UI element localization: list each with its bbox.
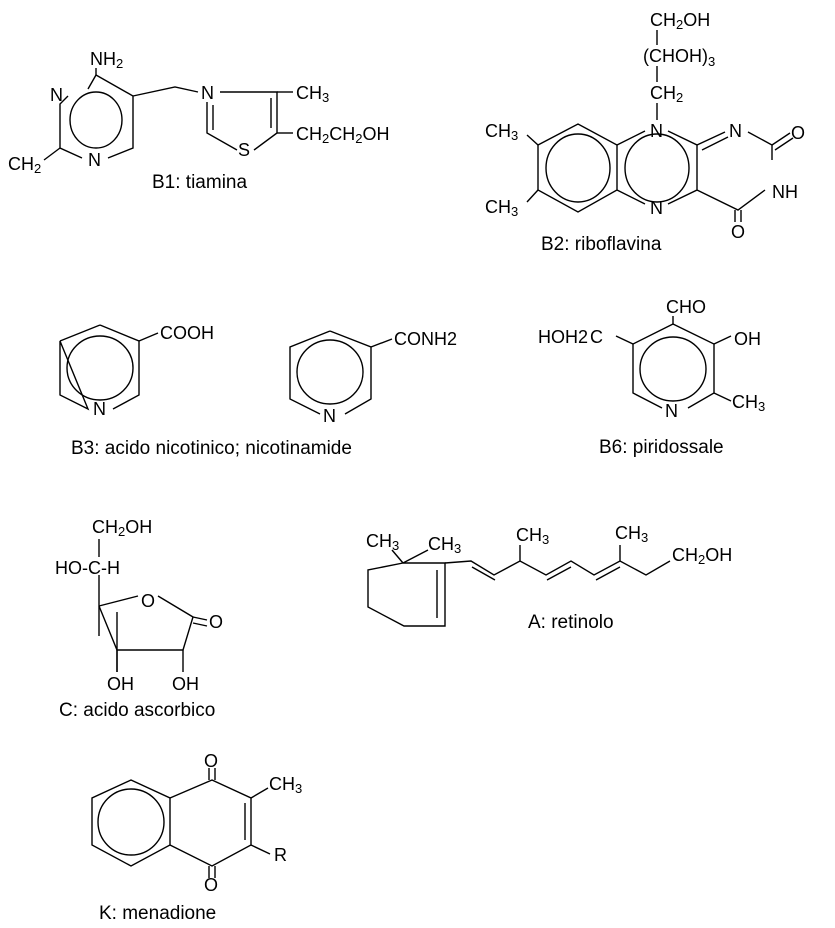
retinol-structure: CH3 CH3 CH3 CH3 CH2OH A: retinolo [366,523,732,633]
ascorbic-ch2oh-label: CH2OH [92,517,152,539]
riboflavin-ch3a-bond [526,134,539,146]
caption-b3: B3: acido nicotinico; nicotinamide [71,438,352,459]
retinol-ch3a-label: CH3 [366,531,399,553]
nicotinamide-ring [289,330,372,415]
menadione-ch3-label: CH3 [269,774,302,796]
pyridoxal-n-label: N [665,401,678,421]
thiazole-s-label: S [238,140,250,160]
ascorbic-hoch-label: HO-C-H [55,558,120,578]
thiamine-n2-label: N [88,150,101,170]
riboflavin-n10-label: N [650,121,663,141]
nicotinic-acid-structure: COOH N [59,323,214,419]
riboflavin-pyrimidine-ring [696,131,773,211]
riboflavin-co-bond-1b [774,137,794,151]
nicotinamide-n-label: N [323,406,336,426]
riboflavin-pyrazine-ring [616,130,698,205]
thiazole-ring [206,91,278,151]
menadione-benzene-ring [91,779,171,867]
pyridoxal-ch3-bond [713,392,732,402]
riboflavin-ch3a-label: CH3 [485,121,518,143]
thiamine-ch2-bond [43,147,61,161]
riboflavin-ch2-label: CH2 [650,83,683,105]
riboflavin-chohn-label: (CHOH)3 [643,46,715,69]
retinol-gem-methyl-b [402,549,429,564]
menadione-benzene-aromatic-circle [97,788,165,856]
thiazole-n-label: N [201,83,214,103]
riboflavin-benzene-aromatic-circle [545,133,611,203]
retinol-polyene-chain [444,560,671,576]
menadione-ch3-bond [250,787,269,799]
retinol-gem-methyl-a [391,549,404,564]
retinol-ch3d-label: CH3 [615,523,648,545]
riboflavin-co-bond-1 [771,132,791,146]
pyridoxal-oh-label: OH [734,329,761,349]
riboflavin-o1-label: O [791,123,805,143]
menadione-r-bond [250,844,271,855]
riboflavin-structure: CH2OH (CHOH)3 CH2 CH3 CH3 N N N O NH O B… [485,10,805,255]
nicotinamide-conh2-label: CONH2 [394,329,457,349]
menadione-structure: O O CH3 R K: menadione [91,751,302,924]
caption-b1: B1: tiamina [152,172,247,193]
menadione-r-label: R [274,845,287,865]
ascorbic-oh2-label: OH [172,674,199,694]
riboflavin-benzene-ring [537,123,618,213]
pyridoxal-hoh2c-bond [615,335,634,345]
menadione-o1-label: O [204,751,218,771]
riboflavin-n1-label: N [729,121,742,141]
pyridoxal-ch3-label: CH3 [732,392,765,414]
retinol-ch3b-label: CH3 [428,534,461,556]
thiamine-pyrimidine-ring [59,74,134,159]
nicotinic-acid-aromatic-circle [66,335,134,401]
retinol-ch2oh-label: CH2OH [672,545,732,567]
riboflavin-ch3b-bond [526,189,539,203]
nicotinic-acid-cooh-label: COOH [160,323,214,343]
caption-k: K: menadione [99,903,216,924]
retinol-polyene-double-bonds [471,566,621,581]
nicotinamide-conh2-bond [370,338,393,348]
pyridoxal-oh-bond [713,335,732,345]
thiamine-pyrimidine-aromatic-circle [69,91,123,149]
riboflavin-ch2oh-label: CH2OH [650,10,710,32]
retinol-ch3c-label: CH3 [516,525,549,547]
nicotinic-acid-ring-top [59,324,101,342]
ascorbic-co-label: O [209,612,223,632]
ascorbic-acid-structure: CH2OH HO-C-H O O OH OH C: acido ascorbic… [55,517,223,721]
thiamine-ch3-label: CH3 [296,83,329,105]
riboflavin-cn-double-bond [701,136,729,151]
riboflavin-nh-label: NH [772,182,798,202]
caption-a: A: retinolo [528,612,614,633]
ascorbic-oh1-label: OH [107,674,134,694]
thiamine-ch2-label: CH2 [8,154,41,176]
ascorbic-co-bond [192,616,208,621]
riboflavin-pyrazine-aromatic-circle [624,133,690,203]
thiamine-nh2-label: NH2 [90,49,123,71]
menadione-quinone-ring [169,779,252,867]
pyridoxal-aromatic-circle [639,336,707,402]
ascorbic-co-bond-2 [192,622,208,627]
nicotinic-acid-cooh-bond [138,332,159,342]
thiamine-bridge-bond [132,86,199,97]
caption-c: C: acido ascorbico [59,700,215,721]
nicotinamide-aromatic-circle [296,339,364,405]
riboflavin-o2-label: O [731,222,745,242]
nicotinic-acid-n-label: N [93,399,106,419]
caption-b6: B6: piridossale [599,437,724,458]
nicotinamide-structure: CONH2 N B3: acido nicotinico; nicotinami… [71,329,457,459]
riboflavin-n5-label: N [650,198,663,218]
retinol-cyclohexene-ring [367,562,446,627]
thiamine-side-chain-label: CH2CH2OH [296,124,389,146]
nicotinic-acid-ring [59,324,140,411]
pyridoxal-ring [632,323,715,409]
pyridoxal-cho-label: CHO [666,297,706,317]
menadione-o2-label: O [204,875,218,895]
ascorbic-ring-o-label: O [141,591,155,611]
thiamine-n1-label: N [50,85,63,105]
riboflavin-ch3b-label: CH3 [485,197,518,219]
caption-b2: B2: riboflavina [541,234,662,255]
thiamine-structure: NH2 N N CH2 N S CH3 CH2CH2OH B1: tiamina [8,49,389,193]
